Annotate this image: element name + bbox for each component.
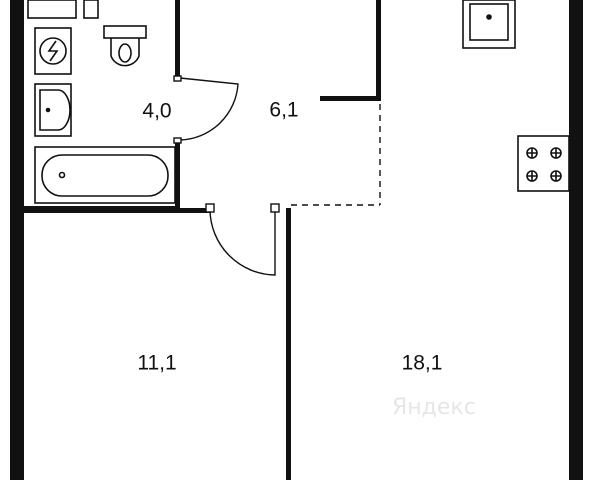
bathroom-fixtures [27, 0, 176, 204]
bathroom-door-swing [179, 77, 239, 141]
watermark-text: Яндекс [392, 395, 476, 420]
hallway-wall-stub [320, 96, 381, 101]
bedroom-door-post [205, 203, 215, 213]
right-exterior-wall [569, 0, 583, 480]
bathroom-door-post-lower [173, 137, 182, 144]
fixture-top-box-2 [83, 0, 99, 19]
left-exterior-wall [10, 0, 24, 480]
hallway-kitchen-wall [376, 0, 381, 101]
washing-machine-icon [34, 27, 72, 75]
bathroom-door-post [173, 75, 182, 82]
kitchen-sink-icon [462, 0, 516, 49]
room-area-hallway: 6,1 [269, 99, 298, 122]
outer-walls [10, 0, 583, 480]
bathtub-icon [34, 146, 176, 204]
bedroom-living-wall [286, 208, 291, 480]
bedroom-top-wall [24, 208, 210, 213]
bathroom-right-wall-lower [175, 140, 180, 210]
interior-walls [24, 0, 381, 480]
doors [173, 75, 381, 276]
fixture-top-box [27, 0, 77, 19]
bathroom-right-wall-upper [175, 0, 180, 78]
toilet-icon [103, 25, 147, 67]
bedroom-door-post-right [270, 203, 280, 213]
stove-icon [517, 135, 570, 192]
room-area-bedroom: 11,1 [137, 352, 176, 375]
sink-icon [34, 83, 72, 137]
room-area-bathroom: 4,0 [142, 100, 171, 123]
room-area-living-kitchen: 18,1 [402, 352, 443, 375]
bedroom-door-swing [209, 208, 276, 276]
kitchen-fixtures [462, 0, 570, 192]
